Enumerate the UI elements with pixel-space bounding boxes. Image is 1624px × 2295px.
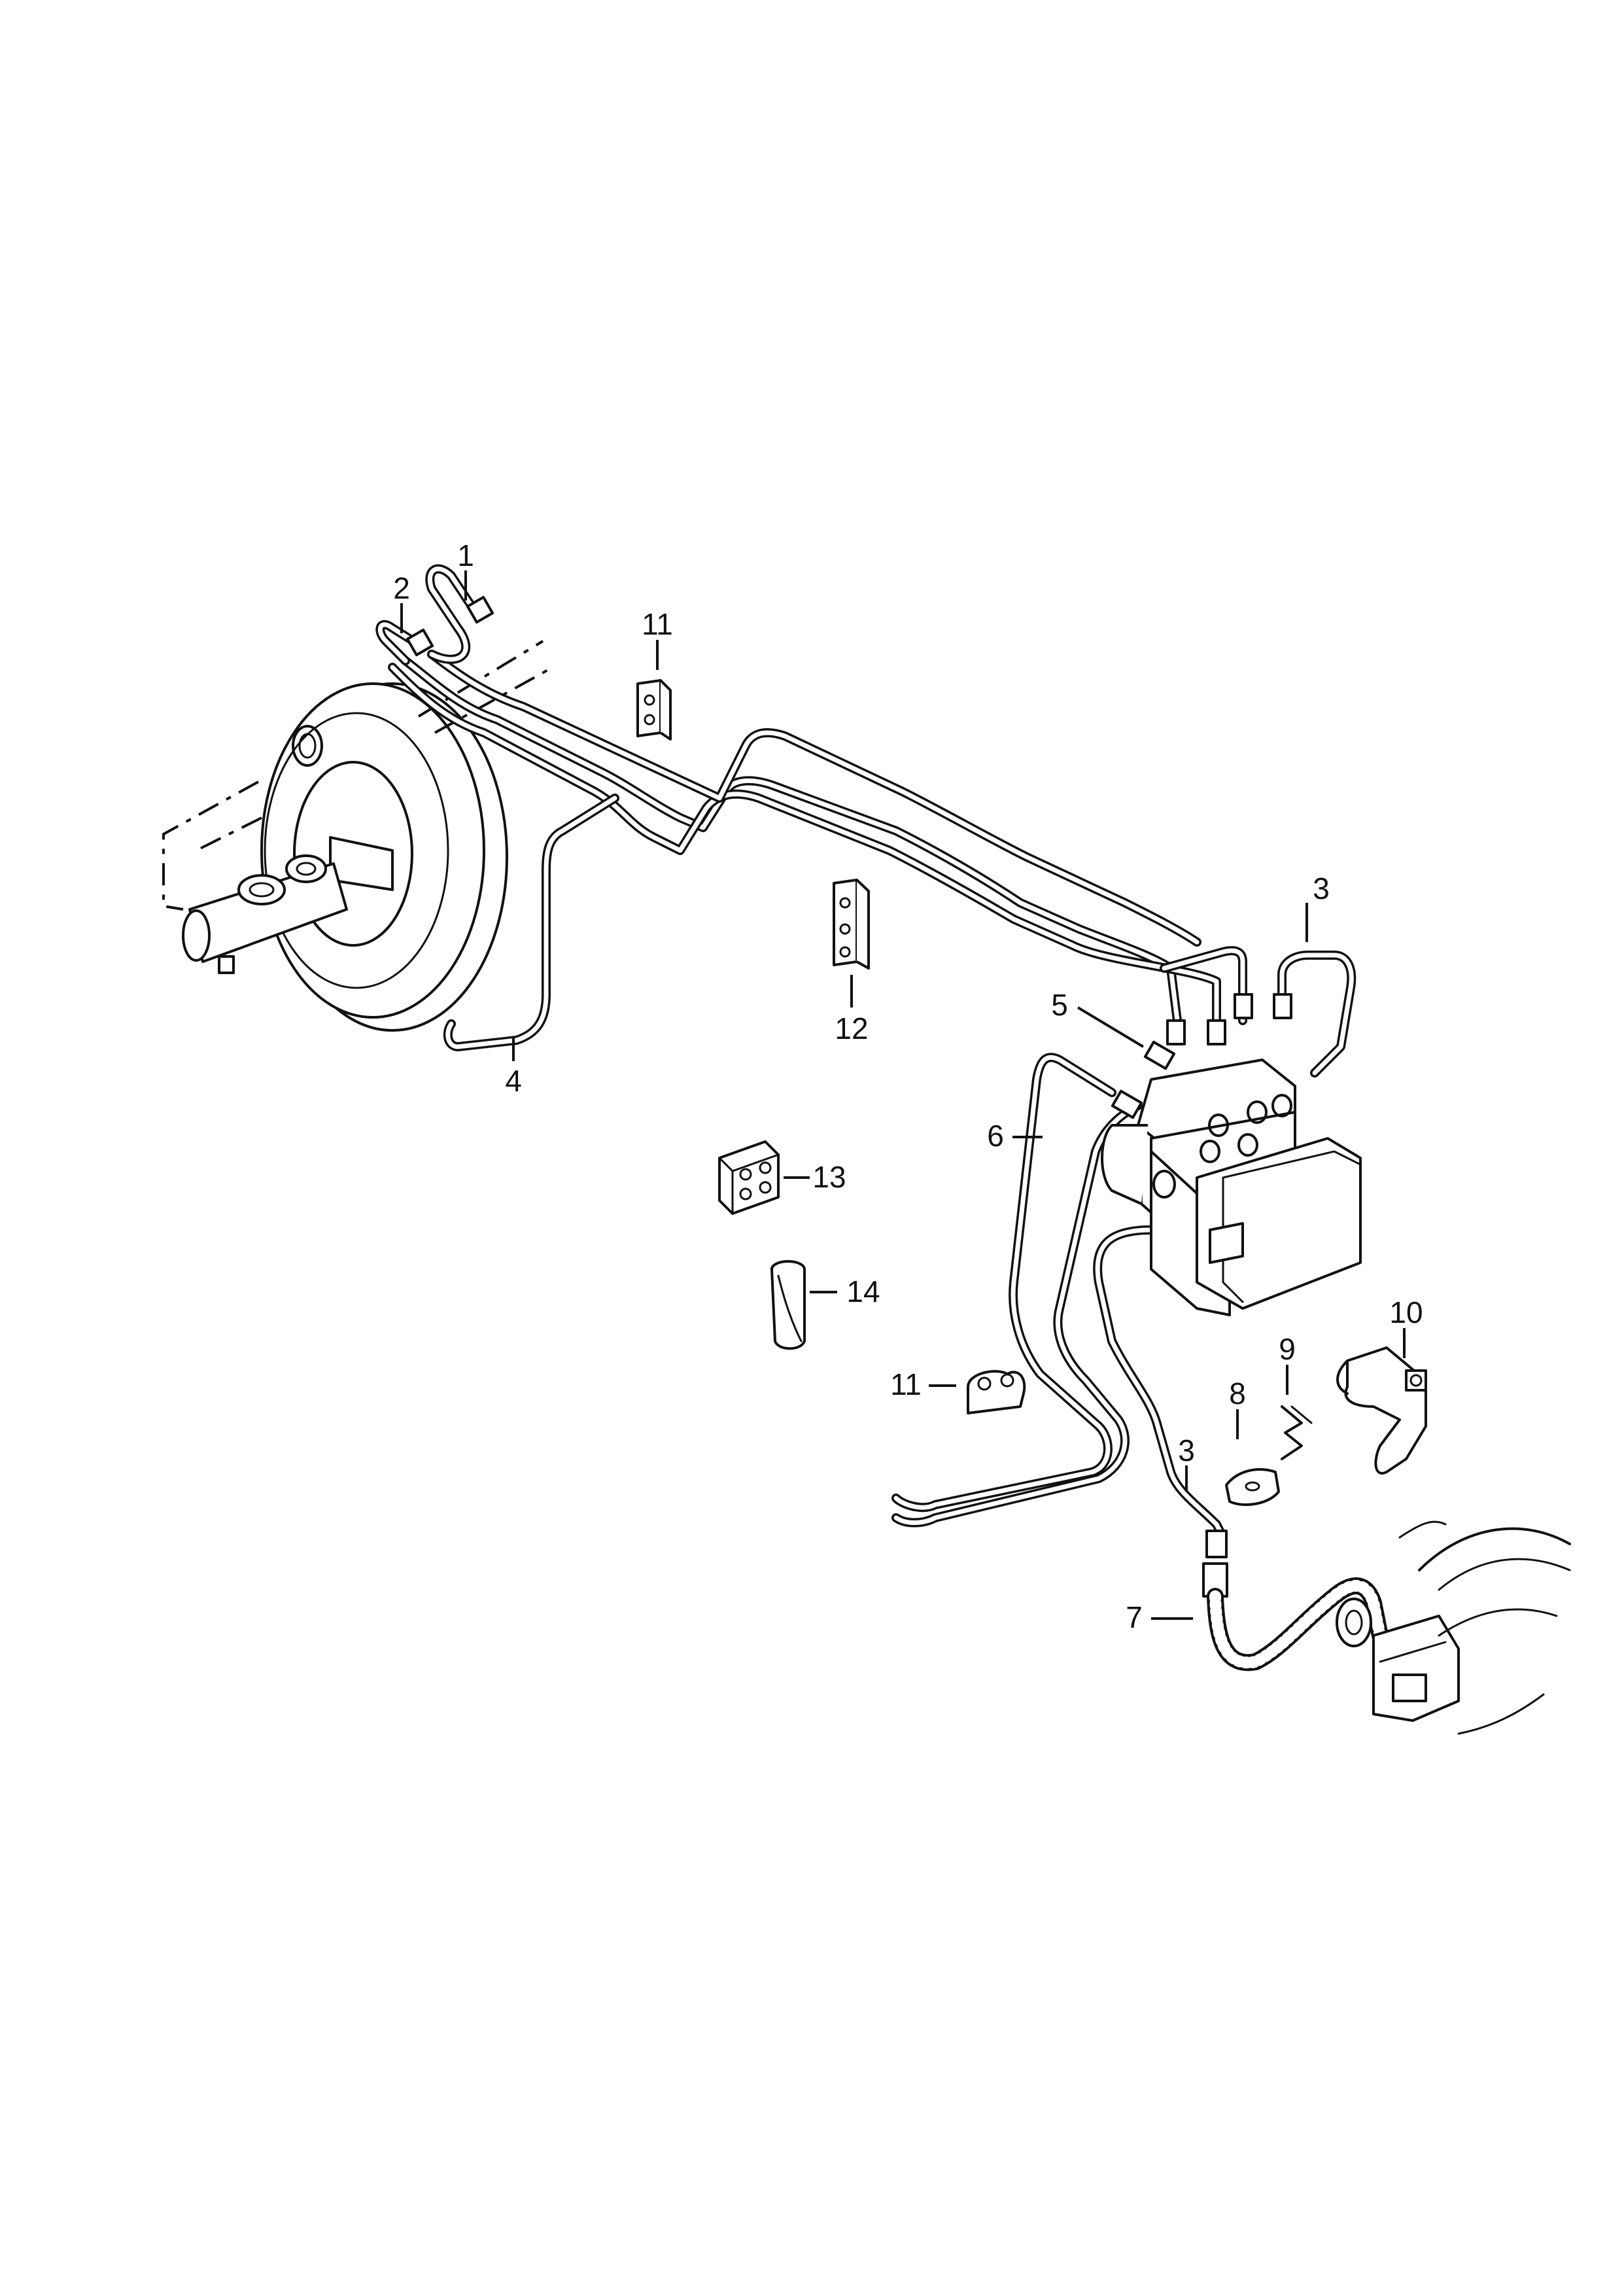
leader-lines	[400, 570, 1406, 1620]
assembly-reference-lines	[162, 640, 553, 911]
callout-11-bottom: 11	[890, 1367, 922, 1401]
retaining-plate-8	[1225, 1468, 1280, 1506]
callout-labels: 1 2 3 3 4 5 6 7 8 9 10 11 11 12 13 14	[393, 538, 1423, 1634]
callout-3-bottom: 3	[1178, 1433, 1195, 1467]
callout-9: 9	[1279, 1332, 1296, 1366]
protective-sleeve-14	[770, 1260, 806, 1350]
callout-10: 10	[1389, 1295, 1423, 1329]
callout-8: 8	[1229, 1376, 1246, 1410]
bracket-10	[1336, 1346, 1427, 1475]
callout-1: 1	[457, 538, 474, 572]
callout-4: 4	[505, 1064, 522, 1098]
callout-11-top: 11	[642, 607, 673, 641]
brake-disc-partial	[1398, 1520, 1571, 1735]
callout-2: 2	[393, 571, 410, 605]
clip-12	[833, 879, 870, 970]
callout-3-top: 3	[1313, 871, 1330, 905]
callout-14: 14	[846, 1274, 880, 1308]
callout-6: 6	[987, 1119, 1004, 1153]
clip-9	[1281, 1405, 1313, 1460]
callout-12: 12	[835, 1011, 868, 1045]
brake-hose-7	[1202, 1530, 1389, 1672]
clip-11-bottom	[967, 1370, 1026, 1414]
callout-5: 5	[1051, 988, 1068, 1022]
brake-line-main	[375, 564, 1356, 1542]
callout-7: 7	[1126, 1600, 1143, 1634]
master-cylinder	[182, 836, 394, 974]
brake-caliper	[1336, 1598, 1460, 1722]
callout-13: 13	[812, 1160, 846, 1194]
abs-hydraulic-unit	[1101, 1059, 1362, 1316]
union-nuts	[406, 595, 1292, 1119]
clip-11-top	[636, 679, 672, 741]
clip-13	[718, 1140, 780, 1215]
